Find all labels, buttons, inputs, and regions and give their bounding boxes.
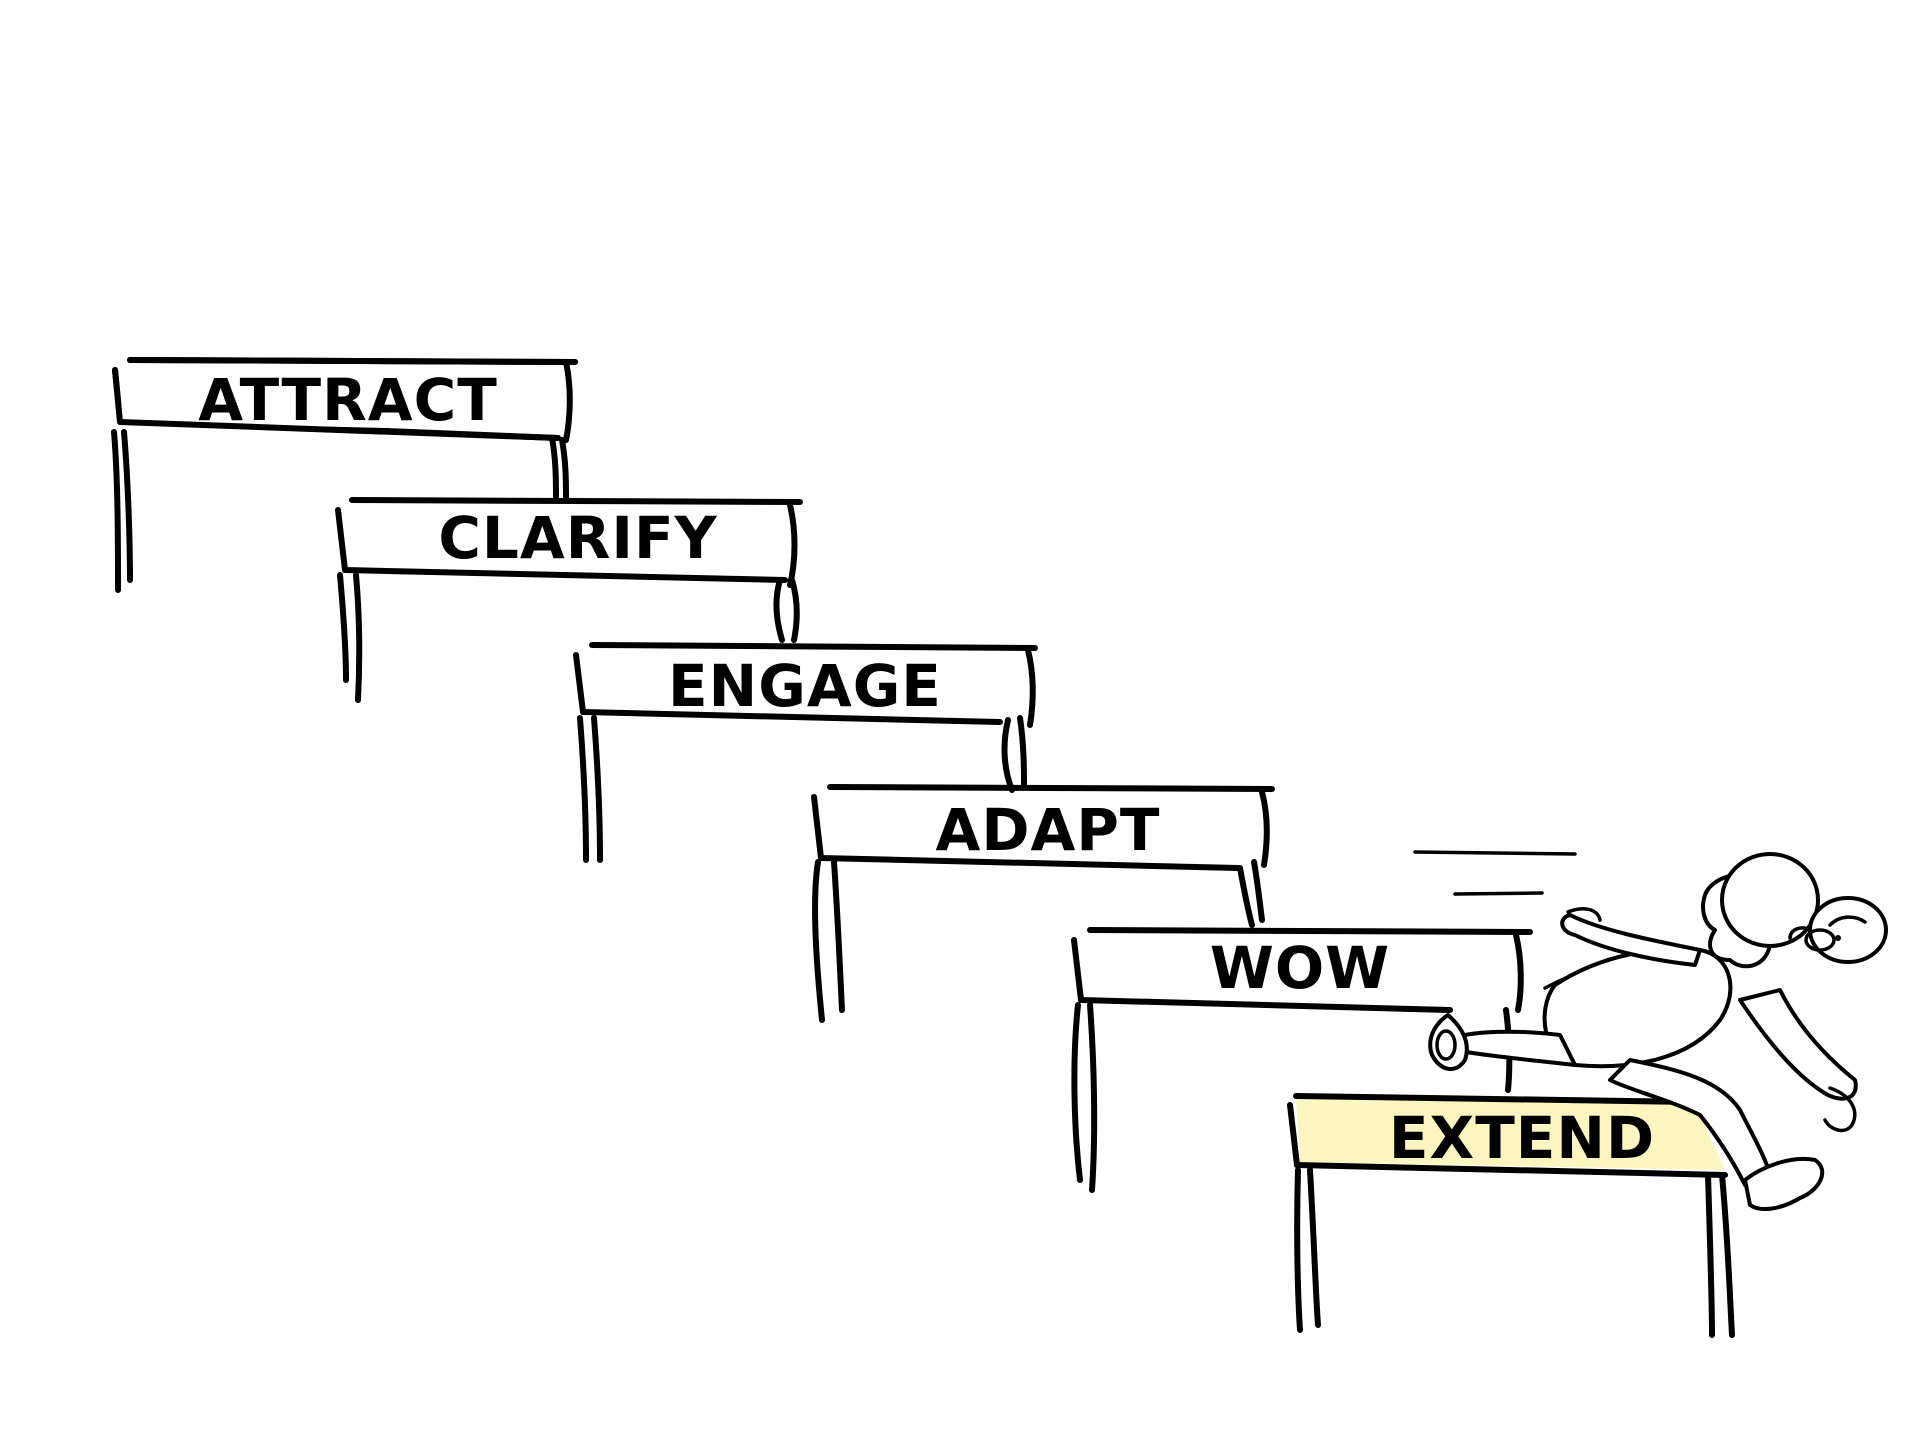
hurdle-board-attract <box>120 368 566 432</box>
hurdle-wow: WOW <box>1071 927 1533 1193</box>
hurdle-adapt: ADAPT <box>811 784 1275 1023</box>
hurdle-label-adapt: ADAPT <box>936 796 1161 864</box>
hurdle-label-clarify: CLARIFY <box>438 504 717 572</box>
hurdle-engage: ENGAGE <box>573 642 1038 863</box>
hurdle-label-engage: ENGAGE <box>668 652 942 720</box>
hurdle-attract: ATTRACT <box>111 357 578 593</box>
hurdle-extend: EXTEND <box>1287 1093 1735 1338</box>
hurdle-label-wow: WOW <box>1210 934 1390 1002</box>
hurdler-icon <box>1428 852 1888 1212</box>
hurdle-label-extend: EXTEND <box>1389 1104 1655 1172</box>
hurdle-clarify: CLARIFY <box>335 497 803 703</box>
hurdle-label-attract: ATTRACT <box>198 366 498 434</box>
speed-lines <box>1413 850 1577 896</box>
hurdle-board-extend <box>1296 1098 1725 1170</box>
